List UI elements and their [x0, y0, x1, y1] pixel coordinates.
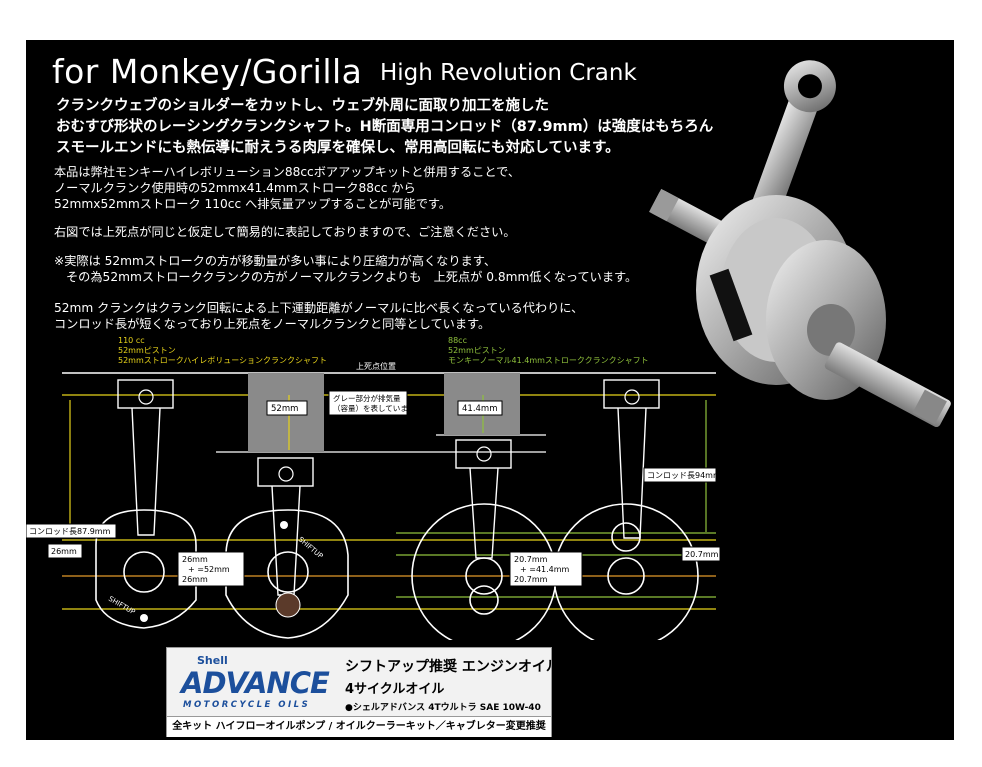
calc-left-3: 26mm — [182, 575, 208, 584]
piston-right-b — [603, 379, 660, 409]
web-brand-left: SHIFTUP — [107, 595, 136, 617]
crankshaft-image — [649, 60, 951, 428]
body-line-7: 52mm クランクはクランク回転による上下運動距離がノーマルに比べ長くなっている… — [54, 301, 584, 315]
half-stroke-left-label: 26mm — [51, 547, 77, 556]
piston-right-a — [455, 439, 512, 469]
tdc-label: 上死点位置 — [356, 361, 396, 371]
calc-left-2: + =52mm — [188, 565, 230, 574]
ad-footer: 全キット ハイフローオイルポンプ / オイルクーラーキット／キャブレター変更推奨 — [167, 716, 551, 737]
calc-left-1: 26mm — [182, 555, 208, 564]
left-header-crank: 52mmストロークハイレボリューションクランクシャフト — [118, 356, 327, 365]
stroke-right-label: 41.4mm — [462, 404, 498, 414]
body-line-3: 52mmx52mmストローク 110cc へ排気量アップすることが可能です。 — [54, 197, 452, 211]
half-stroke-right-label: 20.7mm — [685, 550, 719, 559]
stroke-left-label: 52mm — [271, 404, 298, 414]
page-title: for Monkey/Gorilla — [52, 52, 363, 91]
body-line-1: 本品は弊社モンキーハイレボリューション88ccボアアップキットと併用することで、 — [54, 165, 521, 179]
ad-product-name: ●シェルアドバンス 4Tウルトラ SAE 10W-40 — [345, 703, 541, 713]
ad-oil-type: 4サイクルオイル — [345, 682, 445, 697]
left-header-piston: 52mmピストン — [118, 346, 176, 355]
gray-note-line1: グレー部分が排気量 — [333, 393, 401, 403]
body-line-8: コンロッド長が短くなっており上死点をノーマルクランクと同等としています。 — [54, 317, 491, 331]
right-header-crank: モンキーノーマル41.4mmストローククランクシャフト — [448, 356, 649, 365]
lead-line-3: スモールエンドにも熱伝導に耐えうる肉厚を確保し、常用高回転にも対応しています。 — [56, 140, 620, 156]
body-line-4: 右図では上死点が同じと仮定して簡易的に表記しておりますので、ご注意ください。 — [54, 225, 516, 239]
right-header-piston: 52mmピストン — [448, 346, 506, 355]
ad-headline: シフトアップ推奨 エンジンオイル — [345, 659, 560, 675]
crank-web-left-a — [95, 509, 197, 629]
body-line-5: ※実際は 52mmストロークの方が移動量が多い事により圧縮力が高くなります、 — [54, 254, 497, 268]
motorcycle-oils-tagline: MOTORCYCLE OILS — [183, 700, 311, 710]
conrod-right-label: コンロッド長94mm — [647, 471, 721, 480]
body-line-6: その為52mmストローククランクの方がノーマルクランクよりも 上死点が 0.8m… — [66, 270, 638, 284]
advance-logo: ADVANCE — [181, 666, 330, 700]
conrod-left-label: コンロッド長87.9mm — [29, 527, 111, 536]
body-line-2: ノーマルクランク使用時の52mmx41.4mmストローク88cc から — [54, 181, 416, 195]
piston-left-a — [117, 379, 174, 409]
oil-advertisement: Shell ADVANCE MOTORCYCLE OILS シフトアップ推奨 エ… — [166, 647, 560, 737]
calc-right-1: 20.7mm — [514, 555, 548, 564]
stroke-comparison-diagram: 110 cc 52mmピストン 52mmストロークハイレボリューションクランクシ… — [26, 336, 721, 640]
piston-left-b — [257, 457, 314, 487]
left-header-cc: 110 cc — [118, 336, 145, 345]
gray-note-line2: （容量）を表しています — [333, 403, 415, 413]
calc-right-3: 20.7mm — [514, 575, 548, 584]
crank-web-left-b — [225, 509, 349, 639]
right-header-cc: 88cc — [448, 336, 467, 345]
lead-line-2: おむすび形状のレーシングクランクシャフト。H断面専用コンロッド（87.9mm）は… — [56, 119, 714, 135]
calc-right-2: + =41.4mm — [520, 565, 570, 574]
lead-line-1: クランクウェブのショルダーをカットし、ウェブ外周に面取り加工を施した — [56, 98, 549, 114]
product-panel: for Monkey/Gorilla High Revolution Crank… — [26, 40, 954, 740]
shell-brand: Shell — [197, 654, 228, 667]
page-subtitle: High Revolution Crank — [380, 60, 637, 86]
